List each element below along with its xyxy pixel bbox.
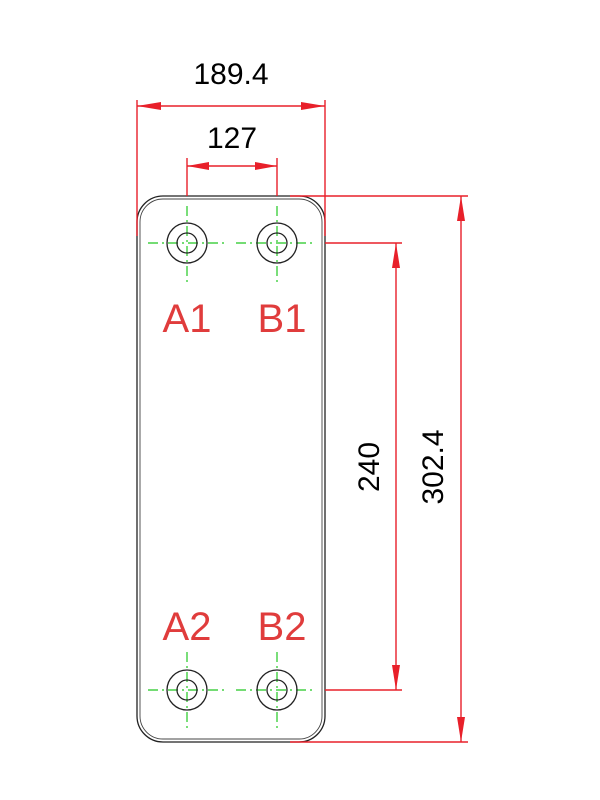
port-inner-ring	[176, 679, 198, 701]
port-inner-ring	[176, 232, 198, 254]
arrow-top	[457, 196, 465, 221]
port-inner-ring	[266, 679, 288, 701]
arrow-left	[137, 102, 161, 110]
port-outer-ring	[166, 222, 208, 264]
port-width-label: 127	[207, 122, 257, 155]
arrow-right	[301, 102, 325, 110]
arrow-right	[255, 162, 277, 170]
port-a1: A1	[148, 206, 226, 341]
port-label-a2: A2	[163, 605, 212, 649]
port-a2: A2	[148, 605, 226, 728]
port-label-b1: B1	[258, 297, 307, 341]
port-label-a1: A1	[163, 297, 212, 341]
arrow-top	[392, 243, 400, 268]
arrow-left	[187, 162, 209, 170]
port-inner-ring	[266, 232, 288, 254]
port-outer-ring	[256, 669, 298, 711]
port-width-dimension: 127	[186, 122, 278, 196]
port-height-dimension: 240	[325, 242, 402, 691]
port-outer-ring	[166, 669, 208, 711]
arrow-bottom	[457, 717, 465, 742]
plate-outline	[136, 195, 326, 743]
plate-inner-outline	[139, 198, 323, 740]
overall-width-dimension: 189.4	[136, 58, 326, 236]
overall-height-dimension: 302.4	[290, 195, 468, 743]
port-b2: B2	[236, 605, 316, 728]
arrow-bottom	[392, 665, 400, 690]
port-b1: B1	[236, 206, 316, 341]
port-label-b2: B2	[258, 605, 307, 649]
overall-width-label: 189.4	[193, 58, 268, 91]
port-outer-ring	[256, 222, 298, 264]
overall-height-label: 302.4	[417, 429, 450, 504]
port-height-label: 240	[353, 442, 386, 492]
